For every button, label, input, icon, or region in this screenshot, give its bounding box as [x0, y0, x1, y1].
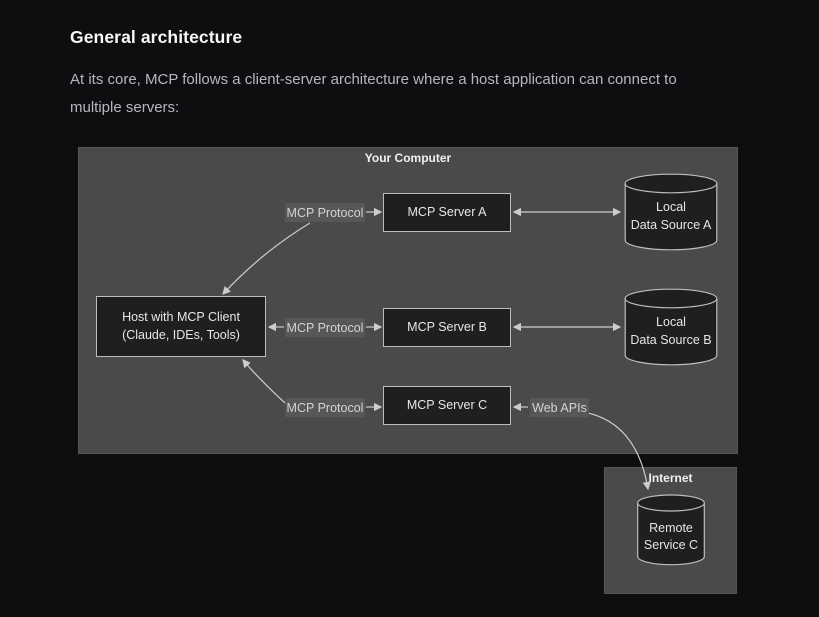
web-apis-label: Web APIs	[530, 398, 589, 417]
local-data-source-a-node: Local Data Source A	[624, 173, 718, 251]
mcp-server-b-label: MCP Server B	[407, 319, 487, 334]
datasource-b-label-line1: Local	[656, 315, 686, 329]
mcp-server-c-label: MCP Server C	[406, 397, 488, 412]
datasource-b-label-line2: Data Source B	[630, 332, 712, 347]
mcp-protocol-label-c: MCP Protocol	[285, 398, 365, 417]
datasource-a-label-line2: Data Source A	[630, 217, 712, 232]
remote-service-label-line2: Service C	[643, 538, 699, 552]
database-cylinder-icon	[624, 173, 718, 251]
datasource-a-label-line1: Local	[656, 200, 686, 214]
mcp-protocol-label-a: MCP Protocol	[285, 203, 365, 222]
mcp-server-a-label: MCP Server A	[407, 204, 487, 219]
database-cylinder-icon	[637, 494, 705, 566]
internet-cluster-title: Internet	[648, 471, 693, 485]
local-data-source-b-node: Local Data Source B	[624, 288, 718, 366]
your-computer-cluster-title: Your Computer	[364, 151, 452, 165]
host-label-line1: Host with MCP Client	[122, 310, 240, 324]
mcp-protocol-label-b: MCP Protocol	[285, 318, 365, 337]
host-node: Host with MCP Client (Claude, IDEs, Tool…	[96, 296, 266, 357]
remote-service-c-node: Remote Service C	[637, 494, 705, 566]
database-cylinder-icon	[624, 288, 718, 366]
host-label-line2: (Claude, IDEs, Tools)	[122, 327, 240, 342]
remote-service-label-line1: Remote	[649, 521, 693, 535]
section-heading: General architecture	[70, 27, 243, 47]
mcp-server-a-node: MCP Server A	[383, 193, 511, 232]
intro-paragraph: At its core, MCP follows a client-server…	[70, 71, 677, 116]
mcp-server-b-node: MCP Server B	[383, 308, 511, 347]
mcp-server-c-node: MCP Server C	[383, 386, 511, 425]
